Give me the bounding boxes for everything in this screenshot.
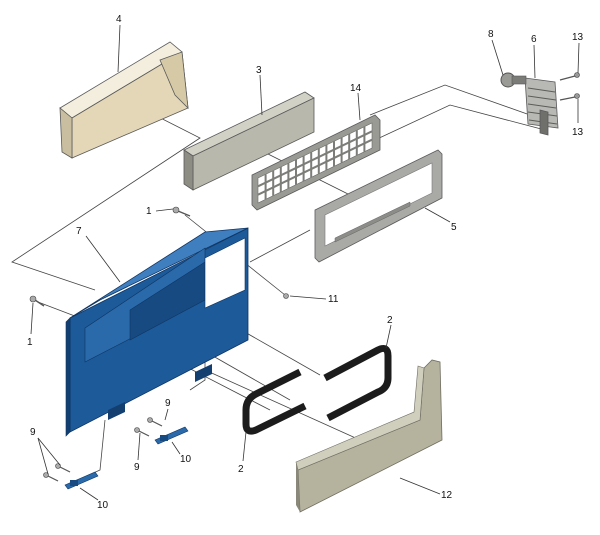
grille-bar-horizontal: [257, 138, 373, 196]
grille-bar-horizontal: [257, 130, 373, 188]
callout-13-bottom: 13: [572, 127, 584, 138]
part-6-bracket: [524, 77, 559, 136]
leader-lines: [30, 24, 580, 501]
part-14-grille: [251, 114, 381, 211]
callout-11: 11: [328, 294, 339, 305]
part-8-knob: [500, 72, 527, 88]
part-2-gasket-left: [242, 368, 307, 435]
part-13-screws: [559, 72, 580, 101]
callout-8: 8: [488, 29, 494, 40]
callout-6: 6: [531, 34, 537, 45]
part-1-screw-top: [172, 206, 191, 217]
callout-3: 3: [256, 65, 262, 76]
callout-10-right: 10: [180, 454, 192, 465]
part-3-flat-panel: [183, 91, 315, 191]
callout-1-left: 1: [27, 337, 33, 348]
part-12-l-panel: [295, 359, 443, 513]
part-11-screw: [283, 293, 289, 299]
callout-9-right: 9: [165, 398, 171, 409]
assembly-line-upper: [369, 84, 531, 116]
part-5-frame: [314, 149, 443, 263]
assembly-line-mid: [249, 229, 311, 263]
assembly-line-screw-left: [37, 301, 81, 319]
part-4-angled-cover: [59, 41, 189, 159]
callout-1-top: 1: [146, 206, 152, 217]
callout-7: 7: [76, 226, 82, 237]
part-9-screws: [43, 417, 163, 482]
callout-13-top: 13: [572, 32, 584, 43]
callout-12: 12: [441, 490, 453, 501]
part-7-blue-panel: [65, 227, 249, 437]
assembly-line-bracket-left: [77, 419, 106, 481]
callout-9-mid: 9: [134, 462, 140, 473]
grille-bars: [257, 126, 373, 200]
part-10-bracket-left: [64, 471, 99, 490]
callout-9-left: 9: [30, 427, 36, 438]
assembly-line-bracket-right: [189, 355, 206, 391]
part-2-gasket-right: [323, 345, 392, 422]
callout-2-left: 2: [238, 464, 244, 475]
callout-2-right: 2: [387, 315, 393, 326]
callout-labels: 4 3 14 8 6 13 13 1 7 5 11 1 2 2 12 9 9 1…: [27, 14, 584, 511]
callout-14: 14: [350, 83, 362, 94]
assembly-line-upper-2: [374, 104, 546, 141]
part-10-bracket-right: [154, 426, 189, 445]
callout-4: 4: [116, 14, 122, 25]
callout-5: 5: [451, 222, 457, 233]
assembly-line-plate: [204, 369, 361, 441]
callout-10-left: 10: [97, 500, 109, 511]
part-1-screw-left: [29, 295, 45, 307]
